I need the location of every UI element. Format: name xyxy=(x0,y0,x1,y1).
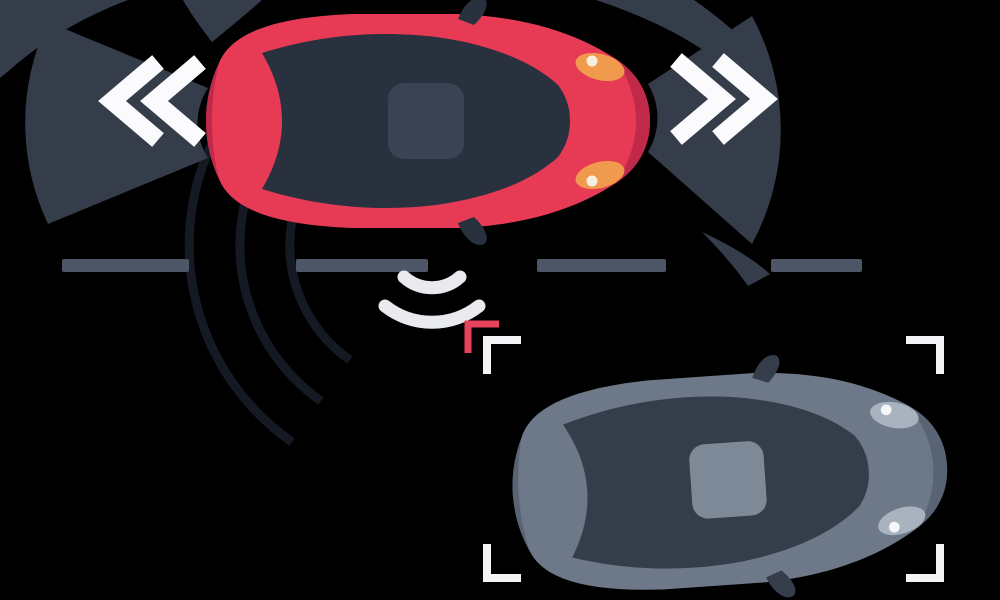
gray-car-roof-panel xyxy=(688,440,768,520)
chevron-right-inner xyxy=(670,53,736,145)
bracket-bottom-right xyxy=(906,544,944,582)
red-car-headlight-dot xyxy=(586,55,598,67)
sonar-wave-icon xyxy=(378,270,486,329)
red-car-headlight-dot xyxy=(586,175,598,187)
sensor-fan-left xyxy=(25,22,209,224)
bracket-top-right xyxy=(906,336,944,374)
lane-dash xyxy=(62,259,189,272)
bracket-top-left xyxy=(483,336,521,374)
lane-markings xyxy=(62,259,862,272)
chevron-left-icon xyxy=(98,55,206,147)
detection-brackets xyxy=(483,336,944,582)
sensor-wedge-top-center xyxy=(183,0,262,42)
bracket-bottom-left xyxy=(483,544,521,582)
sonar-wave-inner xyxy=(397,270,467,295)
chevron-left-outer xyxy=(98,55,164,147)
chevron-right-icon xyxy=(670,53,778,145)
lane-dash xyxy=(771,259,862,272)
lane-dash xyxy=(296,259,428,272)
chevron-right-outer xyxy=(712,53,778,145)
sensor-wedge-bottom-right xyxy=(702,232,770,286)
lane-dash xyxy=(537,259,666,272)
sensor-wedge-top-left-corner xyxy=(0,0,128,78)
red-car-roof-panel xyxy=(388,83,464,159)
alert-corner-icon xyxy=(464,320,499,353)
sonar-wave-outer xyxy=(378,299,486,329)
chevron-left-inner xyxy=(140,55,206,147)
